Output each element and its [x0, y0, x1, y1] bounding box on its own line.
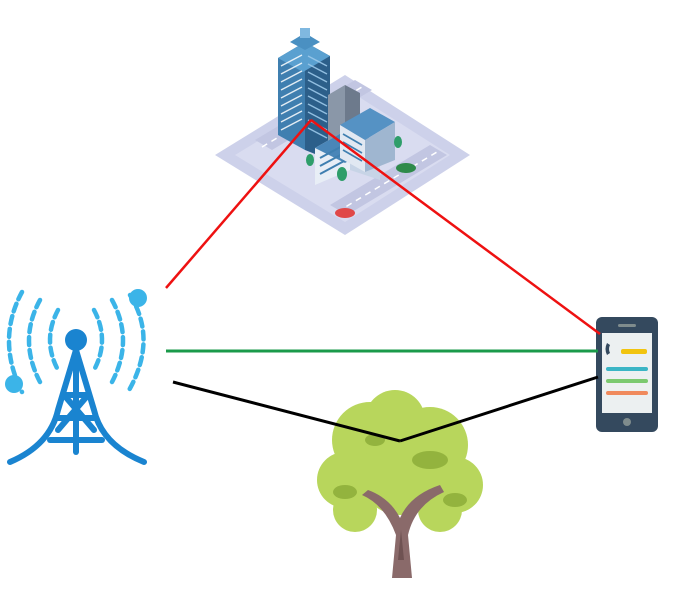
cell-tower-icon [5, 289, 147, 465]
tree-icon [317, 390, 483, 578]
smartphone-icon [596, 317, 658, 432]
path-segment-tower-to-tree [172, 380, 401, 443]
city-building-icon [215, 28, 470, 235]
path-scattered-tree [172, 375, 599, 443]
path-segment-tree-to-phone [399, 375, 599, 443]
path-segment-tower-to-building [165, 119, 312, 289]
path-segment-building-to-phone [310, 118, 601, 336]
path-reflected-building [165, 118, 601, 336]
